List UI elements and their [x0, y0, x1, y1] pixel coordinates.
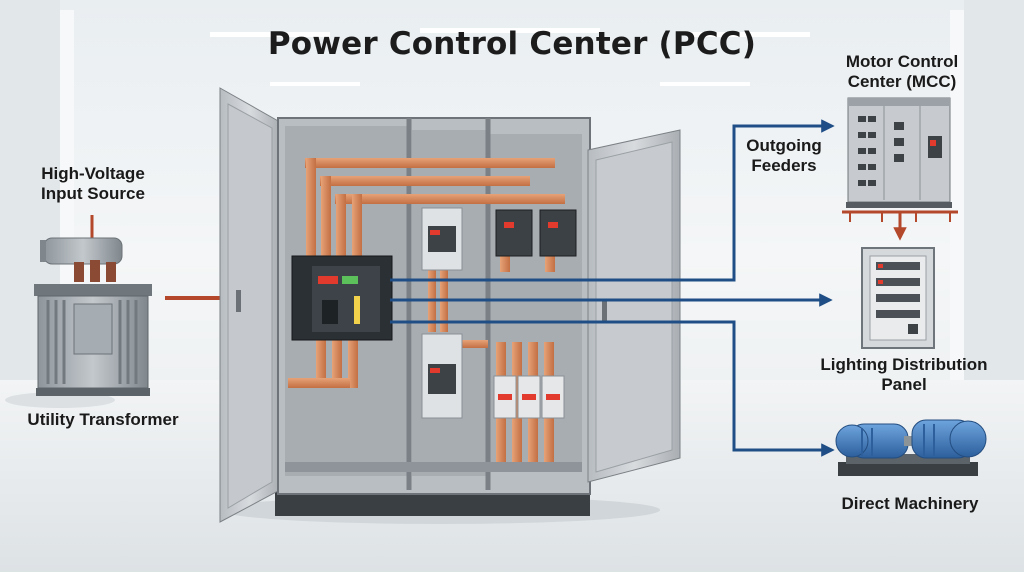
- pcc-cabinet: [219, 87, 681, 524]
- direct-machinery-label: Direct Machinery: [841, 494, 979, 513]
- outgoing-feeders-label: Outgoing Feeders: [734, 136, 834, 176]
- mcc-cabinet-icon: [842, 97, 958, 241]
- feeder-arrow-machinery: [390, 320, 835, 457]
- utility-transformer-label: Utility Transformer: [27, 410, 179, 429]
- breaker-modules: [421, 207, 577, 419]
- lighting-panel-label: Lighting Distribution Panel: [816, 355, 992, 395]
- circuit-breaker-icon: [291, 255, 393, 341]
- electric-motor-icon: [835, 419, 987, 476]
- transformer-icon: [5, 215, 152, 408]
- outgoing-feeders-line-2: Feeders: [751, 156, 817, 175]
- diagram-title: Power Control Center (PCC): [267, 26, 757, 62]
- input-source-line-2: Input Source: [41, 184, 145, 203]
- mcc-line-2: Center (MCC): [847, 72, 957, 91]
- lighting-panel-icon: [861, 247, 935, 349]
- feeder-arrow-mcc: [390, 119, 835, 282]
- outgoing-feeders-line-1: Outgoing: [746, 136, 822, 155]
- lighting-panel-line-1: Lighting Distribution: [820, 355, 988, 374]
- input-source-line-1: High-Voltage: [41, 164, 145, 183]
- outgoing-feeder-arrows: [390, 119, 835, 457]
- input-source-label: High-Voltage Input Source: [28, 164, 158, 204]
- mcc-label: Motor Control Center (MCC): [836, 52, 968, 92]
- mcc-line-1: Motor Control: [845, 52, 959, 71]
- lighting-panel-line-2: Panel: [881, 375, 927, 394]
